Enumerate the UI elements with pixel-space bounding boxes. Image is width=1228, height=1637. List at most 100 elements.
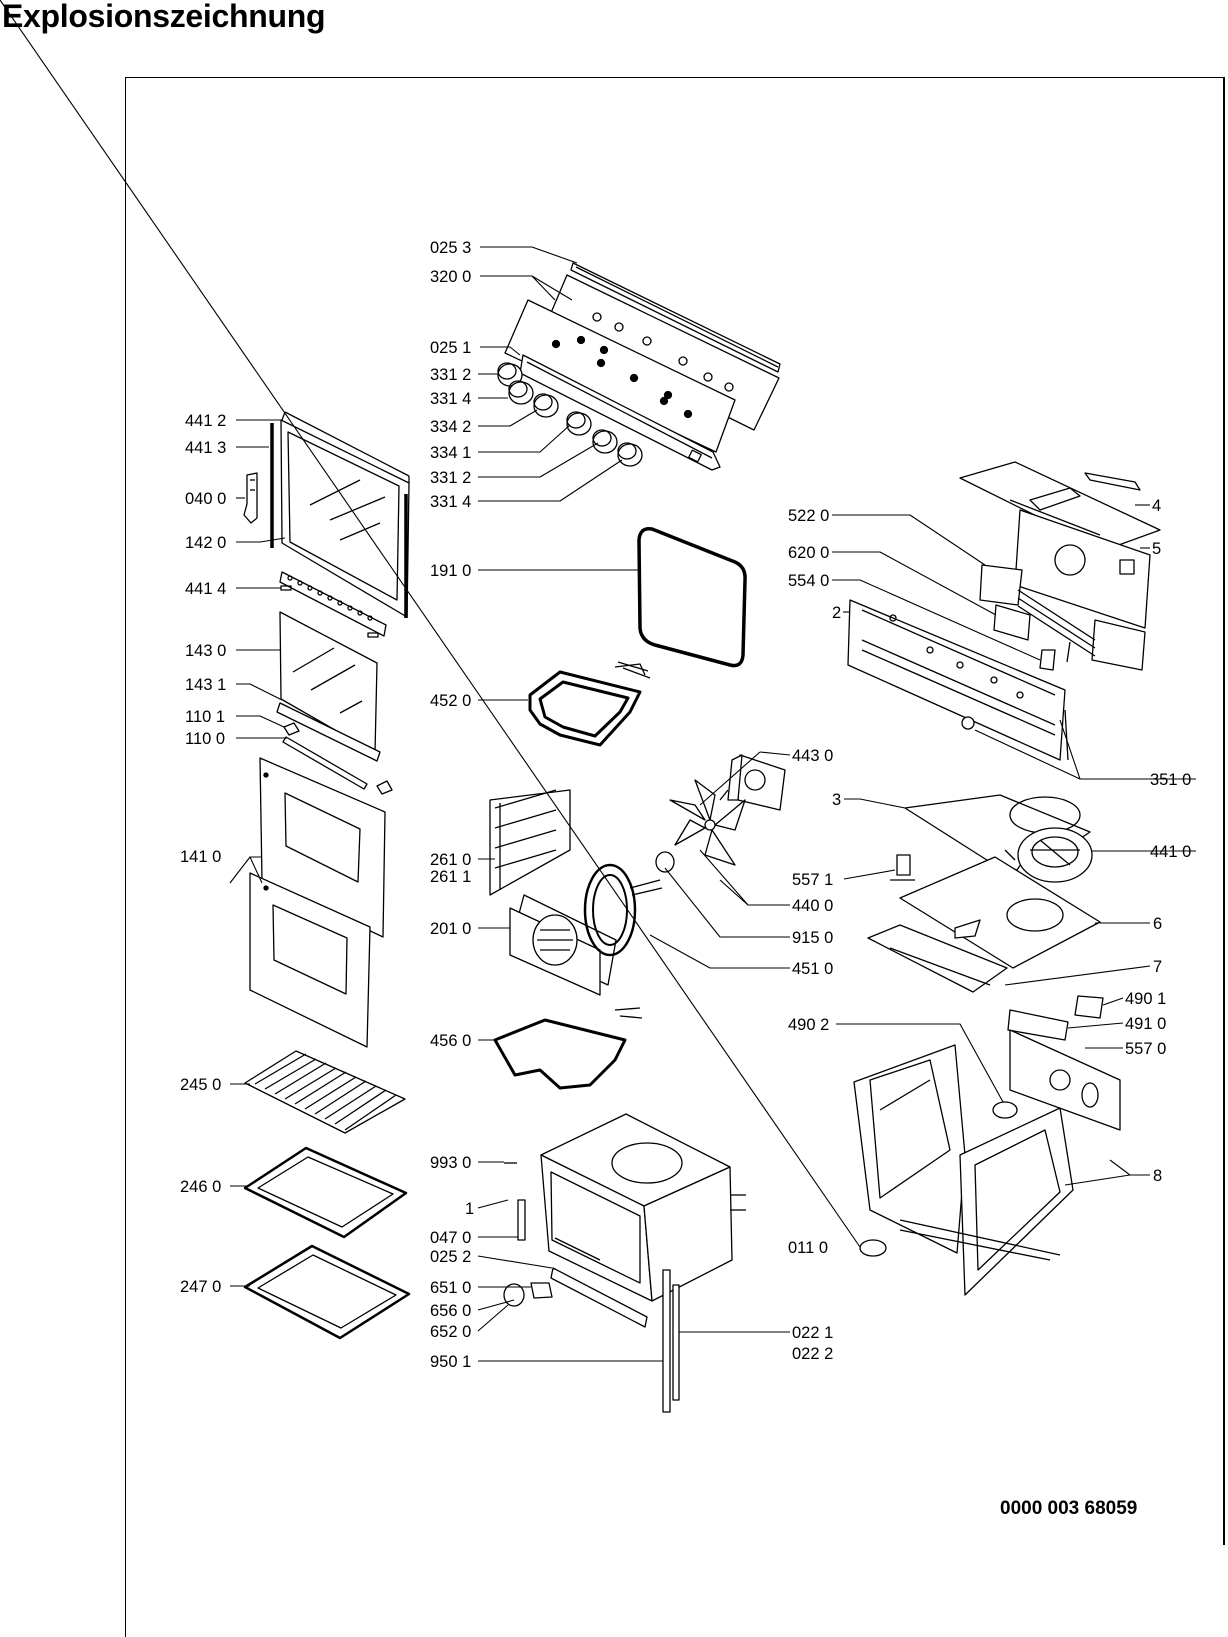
oven-cavity-part (540, 1113, 746, 1302)
fan-blade-part (669, 779, 746, 866)
label-456-0: 456 0 (430, 1032, 471, 1050)
label-011-0: 011 0 (788, 1239, 828, 1257)
door-handle-bar-part (282, 736, 368, 790)
control-panel-facia-part (504, 274, 780, 453)
side-rails-part (489, 789, 571, 896)
terminal-block-part (1007, 995, 1104, 1041)
label-334-1: 334 1 (430, 444, 471, 462)
label-025-3: 025 3 (430, 239, 471, 257)
label-3: 3 (832, 791, 841, 809)
label-441-4: 441 4 (185, 580, 226, 598)
label-656-0: 656 0 (430, 1302, 471, 1320)
label-490-1: 490 1 (1125, 990, 1166, 1008)
label-246-0: 246 0 (180, 1178, 221, 1196)
label-651-0: 651 0 (430, 1279, 471, 1297)
label-557-0: 557 0 (1125, 1040, 1166, 1058)
label-261-0: 261 0 (430, 851, 471, 869)
deep-pan-part (243, 1244, 411, 1340)
door-glass-clip-part (276, 702, 393, 795)
hinge-holder-part (504, 1162, 526, 1241)
control-knobs-part (497, 362, 643, 467)
label-652-0: 652 0 (430, 1323, 471, 1341)
label-452-0: 452 0 (430, 692, 471, 710)
label-110-1: 110 1 (185, 708, 225, 726)
label-441-3: 441 3 (185, 439, 226, 457)
label-110-0: 110 0 (185, 730, 225, 748)
door-outer-glass-part (249, 757, 386, 1048)
label-245-0: 245 0 (180, 1076, 221, 1094)
label-6: 6 (1153, 915, 1162, 933)
rear-panel-part (1009, 1029, 1121, 1131)
wire-shelf-part (244, 1050, 406, 1134)
label-047-0: 047 0 (430, 1229, 471, 1247)
safety-thermostat-part (890, 854, 915, 881)
page-title: Explosionszeichnung (2, 0, 326, 34)
bottom-shield-part (867, 924, 1008, 993)
label-331-4-a: 331 4 (430, 390, 471, 408)
label-441-2: 441 2 (185, 412, 226, 430)
label-522-0: 522 0 (788, 507, 829, 525)
label-141-0: 141 0 (180, 848, 221, 866)
fan-motor-part (719, 754, 786, 811)
label-261-1: 261 1 (430, 868, 471, 886)
label-1: 1 (465, 1200, 474, 1218)
label-320-0: 320 0 (430, 268, 471, 286)
label-331-2-a: 331 2 (430, 366, 471, 384)
label-441-0: 441 0 (1150, 843, 1191, 861)
label-025-2: 025 2 (430, 1248, 471, 1266)
label-993-0: 993 0 (430, 1154, 471, 1172)
label-331-4-b: 331 4 (430, 493, 471, 511)
control-housing-part (1014, 509, 1151, 629)
label-331-2-b: 331 2 (430, 469, 471, 487)
fan-cover-part (509, 894, 617, 996)
relay-module-part (979, 564, 1146, 671)
control-panel-trim-part (570, 262, 781, 373)
label-022-1: 022 1 (792, 1324, 833, 1342)
label-201-0: 201 0 (430, 920, 471, 938)
part-labels: 025 3 320 0 025 1 331 2 331 4 334 2 334 … (180, 239, 1191, 1371)
grommet-part (992, 1101, 1018, 1119)
timer-module-part (993, 604, 1056, 671)
heat-shield-part (899, 856, 1101, 969)
label-915-0: 915 0 (792, 929, 833, 947)
baking-tray-part (243, 1146, 408, 1239)
drawing-frame-right-edge (1223, 77, 1225, 1545)
grill-element-part (528, 661, 651, 747)
front-frame-part (847, 599, 1071, 761)
label-040-0: 040 0 (185, 490, 226, 508)
label-490-2: 490 2 (788, 1016, 829, 1034)
label-557-1: 557 1 (792, 871, 833, 889)
drawing-frame (125, 77, 1225, 1637)
label-143-0: 143 0 (185, 642, 226, 660)
label-8: 8 (1153, 1167, 1162, 1185)
label-5: 5 (1152, 540, 1161, 558)
cavity-trim-part (550, 1267, 648, 1328)
label-351-0: 351 0 (1150, 771, 1191, 789)
label-143-1: 143 1 (185, 676, 226, 694)
label-950-1: 950 1 (430, 1353, 471, 1371)
label-2: 2 (832, 604, 841, 622)
thermostat-knob-part (503, 1282, 553, 1307)
door-inner-frame-part (280, 411, 410, 618)
door-stop-rail-part (662, 1269, 680, 1413)
housing-side-left-part (853, 1044, 966, 1254)
label-620-0: 620 0 (788, 544, 829, 562)
label-022-2: 022 2 (792, 1345, 833, 1363)
label-7: 7 (1153, 958, 1162, 976)
door-hinge-part (243, 472, 258, 524)
bottom-element-part (493, 1007, 643, 1090)
label-025-1: 025 1 (430, 339, 471, 357)
fan-nut-part (655, 851, 675, 873)
cooling-fan-part (1017, 827, 1093, 883)
label-451-0: 451 0 (792, 960, 833, 978)
label-334-2: 334 2 (430, 418, 471, 436)
label-247-0: 247 0 (180, 1278, 221, 1296)
document-number: 0000 003 68059 (1000, 1498, 1138, 1519)
label-4: 4 (1152, 497, 1161, 515)
foot-part (859, 1239, 887, 1257)
label-443-0: 443 0 (792, 747, 833, 765)
housing-side-right-part (899, 1107, 1074, 1296)
label-440-0: 440 0 (792, 897, 833, 915)
label-491-0: 491 0 (1125, 1015, 1166, 1033)
